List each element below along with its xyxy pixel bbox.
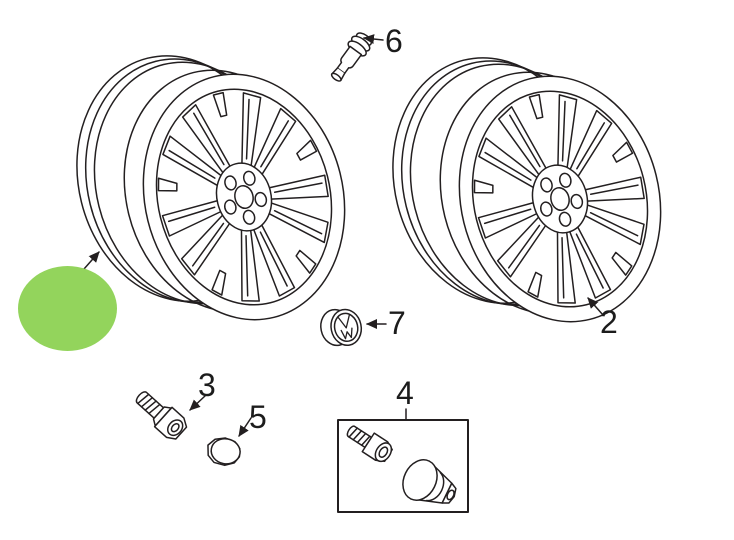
arrow-5 bbox=[238, 417, 252, 437]
lock-key-drawing bbox=[402, 459, 457, 504]
callout-2[interactable]: 2 bbox=[600, 304, 618, 340]
wheel-bolt-drawing[interactable] bbox=[130, 386, 189, 443]
alloy-wheel-drawing-right[interactable] bbox=[366, 20, 687, 359]
lock-bolt-drawing bbox=[346, 425, 393, 463]
bolt-cap-drawing[interactable] bbox=[205, 435, 242, 467]
arrow-3 bbox=[189, 395, 206, 411]
callout-3[interactable]: 3 bbox=[198, 367, 216, 403]
valve-stem-drawing[interactable] bbox=[326, 29, 375, 85]
arrow-2 bbox=[587, 297, 604, 316]
selected-part-highlight[interactable] bbox=[18, 266, 117, 351]
arrow-highlight bbox=[83, 251, 100, 270]
arrow-6 bbox=[363, 34, 384, 45]
callout-5[interactable]: 5 bbox=[249, 399, 267, 435]
callout-4[interactable]: 4 bbox=[396, 375, 414, 411]
wheel-lock-kit-drawing[interactable] bbox=[337, 419, 469, 516]
leader-arrows bbox=[83, 34, 604, 437]
vw-center-cap-drawing[interactable] bbox=[318, 305, 365, 350]
callout-6[interactable]: 6 bbox=[385, 23, 403, 59]
vw-logo bbox=[337, 314, 353, 340]
callout-7[interactable]: 7 bbox=[388, 305, 406, 341]
